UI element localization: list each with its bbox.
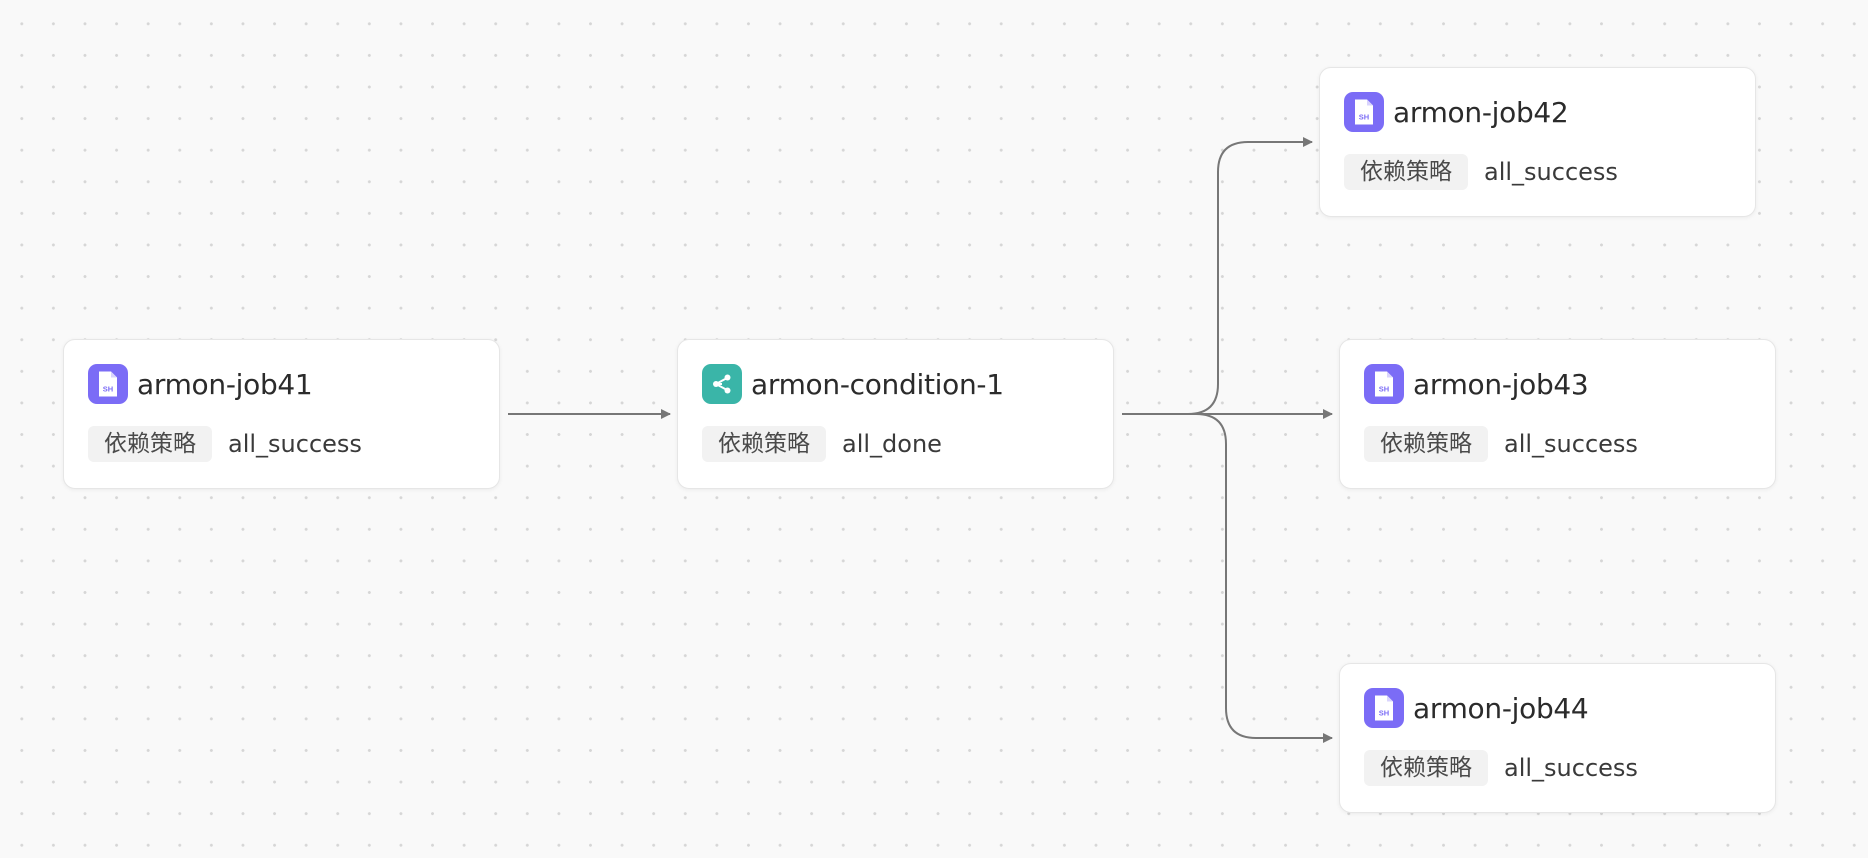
policy-label: 依赖策略 [1344, 154, 1468, 190]
svg-text:SH: SH [1379, 385, 1389, 394]
svg-text:SH: SH [1359, 113, 1369, 122]
node-header: SH armon-job42 [1344, 92, 1569, 132]
node-title: armon-condition-1 [751, 367, 1004, 401]
node-armon-condition-1[interactable]: armon-condition-1 依赖策略 all_done [677, 339, 1114, 489]
shell-file-icon: SH [88, 364, 128, 404]
edge-condition-1-to-job44 [1122, 413, 1333, 743]
policy-value: all_success [1484, 158, 1618, 186]
dependency-policy-row: 依赖策略 all_success [1364, 426, 1638, 462]
node-title: armon-job42 [1393, 95, 1569, 129]
svg-text:SH: SH [1379, 709, 1389, 718]
node-header: SH armon-job44 [1364, 688, 1589, 728]
policy-value: all_done [842, 430, 942, 458]
node-title: armon-job43 [1413, 367, 1589, 401]
branch-icon [702, 364, 742, 404]
node-header: SH armon-job41 [88, 364, 313, 404]
dependency-policy-row: 依赖策略 all_done [702, 426, 942, 462]
policy-label: 依赖策略 [88, 426, 212, 462]
dependency-policy-row: 依赖策略 all_success [88, 426, 362, 462]
policy-value: all_success [228, 430, 362, 458]
shell-file-icon: SH [1364, 688, 1404, 728]
policy-value: all_success [1504, 754, 1638, 782]
node-armon-job44[interactable]: SH armon-job44 依赖策略 all_success [1339, 663, 1776, 813]
dependency-policy-row: 依赖策略 all_success [1364, 750, 1638, 786]
shell-file-icon: SH [1364, 364, 1404, 404]
node-header: armon-condition-1 [702, 364, 1004, 404]
node-title: armon-job41 [137, 367, 313, 401]
node-armon-job41[interactable]: SH armon-job41 依赖策略 all_success [63, 339, 500, 489]
node-title: armon-job44 [1413, 691, 1589, 725]
node-header: SH armon-job43 [1364, 364, 1589, 404]
edge-condition-1-to-job42 [1122, 137, 1313, 415]
shell-file-icon: SH [1344, 92, 1384, 132]
policy-label: 依赖策略 [702, 426, 826, 462]
policy-value: all_success [1504, 430, 1638, 458]
node-armon-job43[interactable]: SH armon-job43 依赖策略 all_success [1339, 339, 1776, 489]
svg-text:SH: SH [103, 385, 113, 394]
policy-label: 依赖策略 [1364, 426, 1488, 462]
dependency-policy-row: 依赖策略 all_success [1344, 154, 1618, 190]
node-armon-job42[interactable]: SH armon-job42 依赖策略 all_success [1319, 67, 1756, 217]
policy-label: 依赖策略 [1364, 750, 1488, 786]
